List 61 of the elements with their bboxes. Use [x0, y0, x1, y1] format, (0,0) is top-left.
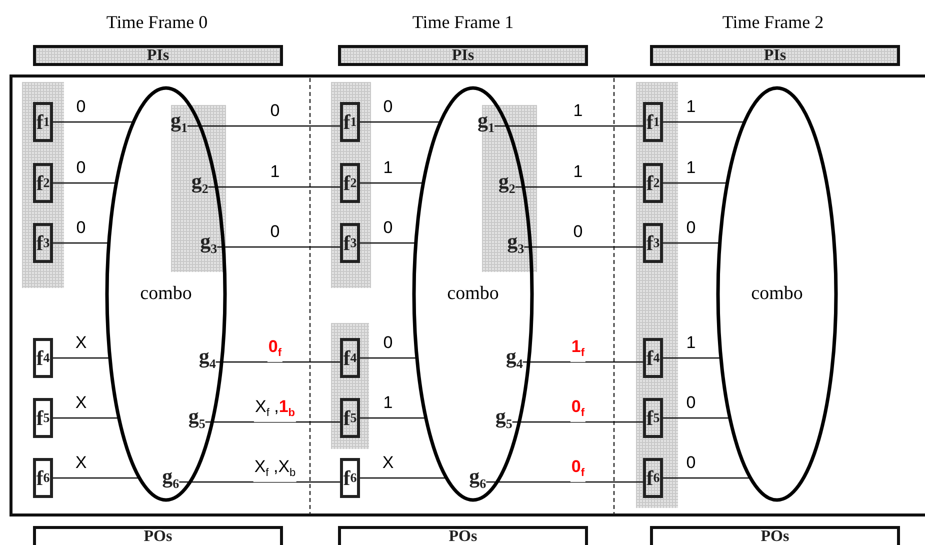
signal-line [663, 417, 730, 419]
gate-output-label: g$_{2}$ [498, 170, 516, 200]
gate-output-label: g$_{1}$ [478, 109, 495, 139]
signal-line [217, 246, 340, 248]
input-bar: PIs [650, 45, 900, 66]
logic-ellipse [716, 86, 838, 502]
gate-output-label: g$_{2}$ [191, 170, 208, 200]
input-bar: PIs [33, 45, 283, 66]
signal-line [179, 481, 340, 483]
signal-value: 0$_{f}$ [570, 398, 586, 422]
gate-output-label: g$_{5}$ [495, 405, 512, 435]
signal-line [515, 186, 643, 188]
signal-line [663, 121, 745, 123]
gate-output-label: g$_{3}$ [200, 230, 218, 260]
frame-title: Time Frame 0 [106, 12, 208, 33]
signal-line [360, 357, 417, 359]
signal-value: 0$_{f}$ [267, 338, 283, 362]
gate-output-label: g$_{4}$ [198, 345, 216, 375]
signal-line [208, 186, 340, 188]
output-bar: POs [33, 526, 283, 545]
signal-line [53, 477, 140, 479]
output-bar: POs [338, 526, 588, 545]
gate-output-label: g$_{6}$ [469, 465, 486, 495]
gate-output-label: g$_{4}$ [506, 345, 523, 375]
signal-value: 0$_{f}$ [570, 458, 586, 482]
signal-line [524, 246, 643, 248]
signal-value: X$_{f}$ ,1$_{b}$ [254, 398, 296, 422]
logic-ellipse [412, 86, 534, 502]
frame-title: Time Frame 2 [722, 12, 824, 33]
signal-line [663, 242, 720, 244]
signal-line [663, 182, 728, 184]
logic-label: combo [446, 283, 500, 305]
signal-line [663, 357, 721, 359]
signal-value: 1$_{f}$ [570, 338, 586, 362]
signal-line [53, 242, 109, 244]
signal-line [53, 417, 119, 419]
signal-line [216, 361, 340, 363]
frame-title: Time Frame 1 [412, 12, 514, 33]
output-bar: POs [650, 526, 900, 545]
signal-line [360, 477, 446, 479]
logic-label: combo [139, 283, 193, 305]
signal-line [360, 417, 426, 419]
logic-ellipse [105, 86, 227, 502]
signal-line [53, 357, 110, 359]
gate-output-label: g$_{5}$ [188, 405, 206, 435]
signal-line [494, 125, 643, 127]
gate-output-label: g$_{3}$ [507, 230, 524, 260]
signal-line [522, 361, 643, 363]
logic-label: combo [750, 283, 804, 305]
gate-output-label: g$_{1}$ [170, 109, 188, 139]
signal-line [360, 242, 416, 244]
signal-line [53, 182, 116, 184]
signal-line [360, 121, 441, 123]
signal-line [663, 477, 750, 479]
signal-line [360, 182, 424, 184]
signal-value: X$_{f}$ ,X$_{b}$ [253, 458, 297, 482]
signal-line [486, 481, 643, 483]
signal-line [188, 125, 340, 127]
gate-output-label: g$_{6}$ [162, 465, 180, 495]
signal-line [53, 121, 134, 123]
input-bar: PIs [338, 45, 588, 66]
